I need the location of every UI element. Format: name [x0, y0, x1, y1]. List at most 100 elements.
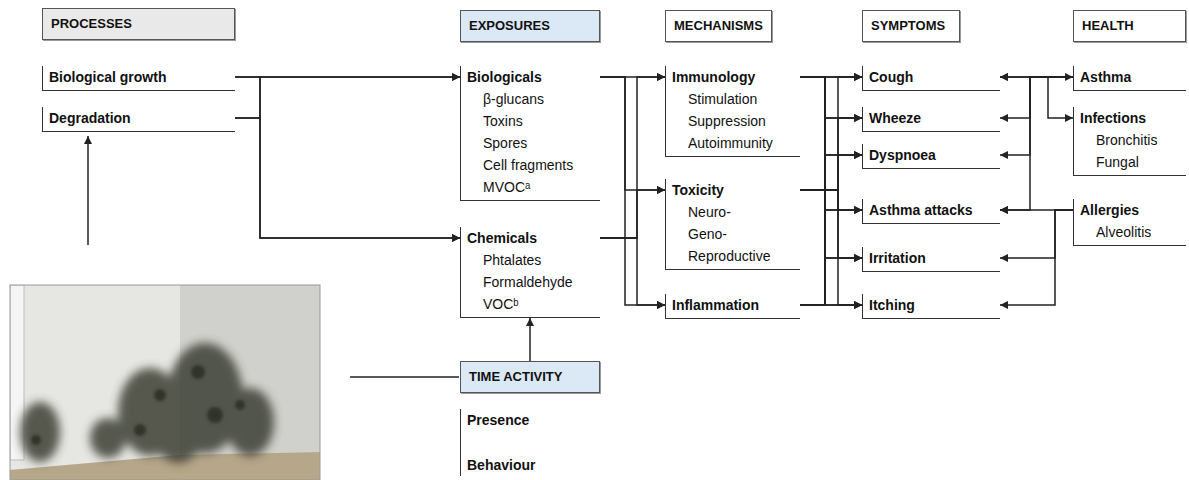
connector-arrow	[800, 190, 862, 210]
health-box: Asthma	[1073, 66, 1186, 91]
connector-arrow	[1000, 210, 1073, 258]
node-item: Stimulation	[672, 88, 794, 110]
connector-arrow	[800, 118, 862, 190]
connector-arrow	[1000, 77, 1073, 118]
symptom-box: Itching	[862, 294, 1000, 319]
connector-arrow	[235, 77, 460, 118]
node-heading: Asthma attacks	[869, 199, 994, 221]
symptom-box: Irritation	[862, 247, 1000, 272]
node-item: MVOCᵃ	[467, 176, 594, 198]
connector-arrow	[800, 190, 862, 305]
exposure-box: Biologicalsβ-glucansToxinsSporesCell fra…	[460, 66, 600, 201]
column-header: SYMPTOMS	[862, 10, 960, 42]
node-heading: Allergies	[1080, 199, 1180, 221]
node-heading: HEALTH	[1082, 17, 1177, 35]
connector-arrow	[800, 77, 862, 305]
symptom-box: Cough	[862, 66, 1000, 91]
mould-photo	[10, 285, 320, 480]
connector-arrow	[1000, 210, 1073, 305]
connector-arrow	[800, 77, 862, 155]
column-header: PROCESSES	[42, 8, 235, 40]
exposure-box: ChemicalsPhtalatesFormaldehydeVOCᵇ	[460, 227, 600, 318]
mechanism-box: Inflammation	[665, 294, 800, 319]
node-heading: SYMPTOMS	[871, 17, 951, 35]
column-header: EXPOSURES	[460, 10, 600, 42]
node-item: Behaviour	[467, 454, 594, 476]
node-heading: Biological growth	[49, 66, 229, 88]
connector-arrow	[800, 304, 862, 306]
node-heading: Presence	[467, 409, 594, 431]
connector-arrow	[235, 77, 460, 238]
connector-arrow	[800, 77, 862, 258]
connector-arrow	[600, 190, 665, 238]
node-heading: Wheeze	[869, 107, 994, 129]
health-box: AllergiesAlveolitis	[1073, 199, 1186, 246]
node-item: Alveolitis	[1080, 221, 1180, 243]
column-header: MECHANISMS	[665, 10, 772, 42]
connector-arrow	[600, 77, 665, 305]
symptom-box: Wheeze	[862, 107, 1000, 132]
node-heading: Dyspnoea	[869, 144, 994, 166]
node-item: Suppression	[672, 110, 794, 132]
node-heading: PROCESSES	[51, 15, 226, 33]
photo-frame	[10, 285, 320, 480]
node-item: Formaldehyde	[467, 271, 594, 293]
node-heading: Toxicity	[672, 179, 794, 201]
node-item: Toxins	[467, 110, 594, 132]
node-heading: Itching	[869, 294, 994, 316]
node-item: Spores	[467, 132, 594, 154]
node-heading: MECHANISMS	[674, 17, 763, 35]
node-item: Neuro-	[672, 201, 794, 223]
connector-arrow	[800, 190, 862, 258]
connector-arrow	[1000, 77, 1073, 118]
connector-arrow	[800, 155, 862, 305]
node-item: Geno-	[672, 223, 794, 245]
node-heading: Infections	[1080, 107, 1180, 129]
connector-arrow	[600, 77, 665, 238]
mechanism-box: ImmunologyStimulationSuppressionAutoimmu…	[665, 66, 800, 157]
activity-list: PresenceBehaviour	[460, 409, 600, 476]
node-heading: Immunology	[672, 66, 794, 88]
node-item: Cell fragments	[467, 154, 594, 176]
node-item: Reproductive	[672, 245, 794, 267]
connector-arrow	[800, 77, 862, 118]
connector-arrow	[600, 238, 665, 305]
process-box: Degradation	[42, 107, 235, 132]
column-header: HEALTH	[1073, 10, 1186, 42]
node-item: Fungal	[1080, 151, 1180, 173]
symptom-box: Asthma attacks	[862, 199, 1000, 224]
node-heading: EXPOSURES	[469, 17, 591, 35]
connector-arrow	[1000, 77, 1073, 210]
connector-arrow	[800, 77, 862, 305]
node-heading: Irritation	[869, 247, 994, 269]
node-item: Phtalates	[467, 249, 594, 271]
connector-arrow	[529, 318, 531, 361]
connector-arrow	[600, 77, 665, 190]
leader-line	[350, 376, 459, 378]
node-heading: Inflammation	[672, 294, 794, 316]
connector-arrow	[800, 77, 862, 190]
node-heading: Chemicals	[467, 227, 594, 249]
node-heading: Degradation	[49, 107, 229, 129]
connector-arrow	[800, 118, 862, 305]
connector-arrow	[800, 258, 862, 305]
connector-arrow	[235, 118, 460, 238]
node-item: Autoimmunity	[672, 132, 794, 154]
mechanism-box: ToxicityNeuro-Geno-Reproductive	[665, 179, 800, 270]
connector-arrow	[800, 155, 862, 190]
node-heading: Biologicals	[467, 66, 594, 88]
process-box: Biological growth	[42, 66, 235, 91]
connector-arrow	[800, 210, 862, 305]
node-item: β-glucans	[467, 88, 594, 110]
connector-arrow	[1000, 77, 1073, 155]
node-heading: Asthma	[1080, 66, 1180, 88]
time-activity-box: TIME ACTIVITY	[460, 361, 600, 393]
health-box: InfectionsBronchitisFungal	[1073, 107, 1186, 176]
node-item: Bronchitis	[1080, 129, 1180, 151]
node-heading: TIME ACTIVITY	[469, 368, 591, 386]
symptom-box: Dyspnoea	[862, 144, 1000, 169]
node-heading: Cough	[869, 66, 994, 88]
leader-arrow	[87, 136, 89, 245]
